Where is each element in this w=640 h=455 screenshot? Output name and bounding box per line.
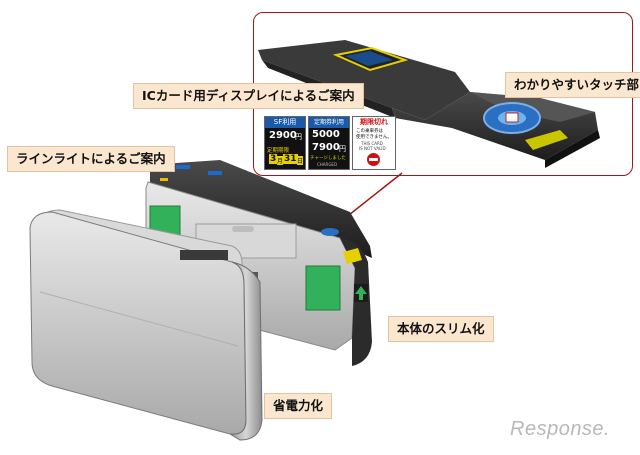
sf-date-day: 31 <box>283 154 298 164</box>
sf-amount: 2900 <box>269 130 297 141</box>
expired-line-4: IS NOT VALID <box>359 146 386 151</box>
expired-screen: 期限切れ この乗車券は 使用できません。 THIS CARD IS NOT VA… <box>352 116 396 170</box>
expired-header: 期限切れ <box>353 117 395 127</box>
sf-screen: SF利用 2900 円 定期期限 3 月 31 日 <box>264 116 306 170</box>
pass-unit: 円 <box>339 144 346 154</box>
line-light-label: ラインライトによるご案内 <box>7 146 175 172</box>
left-gate-body <box>30 210 262 440</box>
pass-amount-1: 5000 <box>312 129 340 140</box>
expired-line-2: 使用できません。 <box>356 134 392 140</box>
slim-body-label: 本体のスリム化 <box>388 316 494 342</box>
pass-amount-2: 7900 <box>312 142 340 153</box>
power-saving-label: 省電力化 <box>264 393 332 419</box>
touch-area-label: わかりやすいタッチ部 <box>505 72 640 98</box>
sf-unit: 円 <box>295 132 302 142</box>
sf-date-day-unit: 日 <box>297 156 303 165</box>
pass-header: 定期券利用 <box>309 117 349 128</box>
sf-header: SF利用 <box>265 117 305 128</box>
pass-note-2: CHARGED <box>317 162 337 167</box>
pass-note-1: チャージしました <box>310 155 346 161</box>
pass-screen: 定期券利用 5000 7900 円 チャージしました CHARGED <box>308 116 350 170</box>
no-entry-icon <box>367 153 380 166</box>
sf-sub-label: 定期期限 <box>267 146 289 154</box>
ic-display-label: ICカード用ディスプレイによるご案内 <box>133 83 364 109</box>
watermark: Response. <box>510 418 610 441</box>
